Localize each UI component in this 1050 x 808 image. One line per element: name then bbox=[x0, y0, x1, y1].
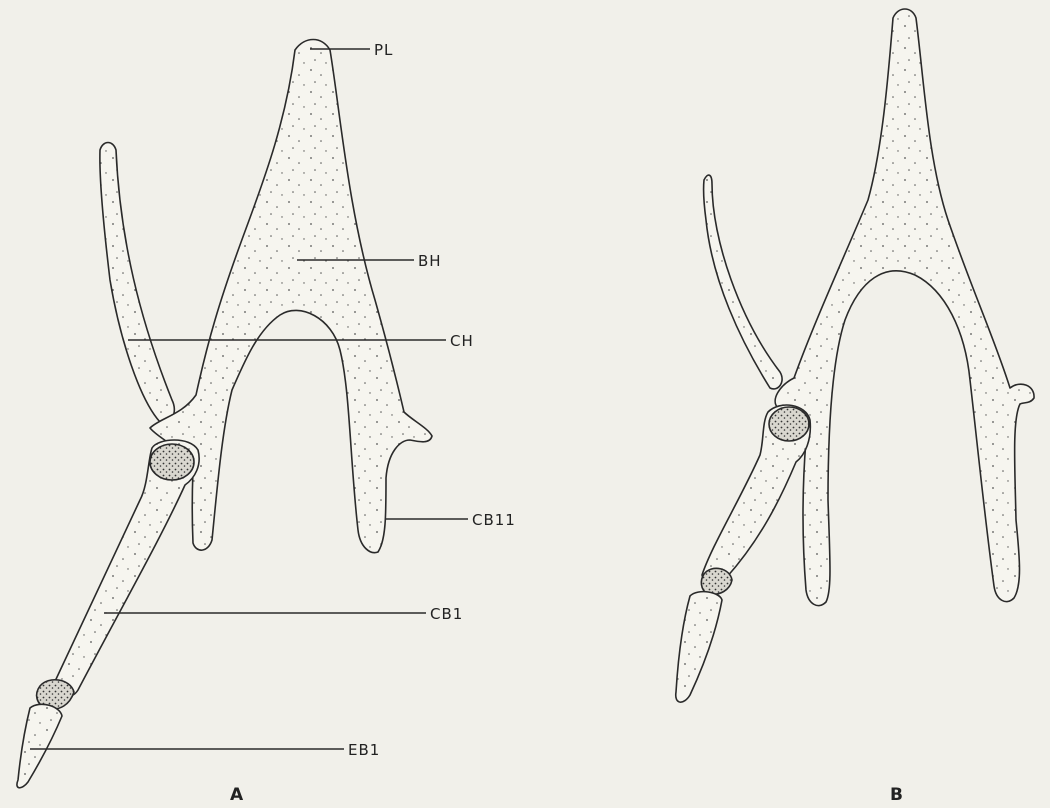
label-eb1: EB1 bbox=[348, 741, 380, 759]
panel-label-a: A bbox=[230, 785, 244, 805]
epibranchial-a bbox=[17, 704, 62, 787]
label-ch: CH bbox=[450, 332, 474, 350]
panel-b-drawing: B bbox=[676, 9, 1034, 805]
epibranchial-segment-b bbox=[701, 568, 732, 594]
label-cb1: CB1 bbox=[430, 605, 463, 623]
label-cb11: CB11 bbox=[472, 511, 516, 529]
label-pl: PL bbox=[374, 41, 393, 59]
panel-a-drawing: PL BH CH CB11 CB1 EB1 A bbox=[17, 40, 516, 806]
ceratobranchial-1-head-a bbox=[150, 444, 194, 480]
ceratobranchial-1-head-b bbox=[769, 407, 809, 441]
label-bh: BH bbox=[418, 252, 442, 270]
ceratohyal-a bbox=[100, 143, 174, 423]
ceratohyal-b bbox=[704, 175, 782, 389]
panel-label-b: B bbox=[890, 785, 903, 805]
basihyal-b bbox=[775, 9, 1034, 606]
epibranchial-b bbox=[676, 592, 722, 703]
